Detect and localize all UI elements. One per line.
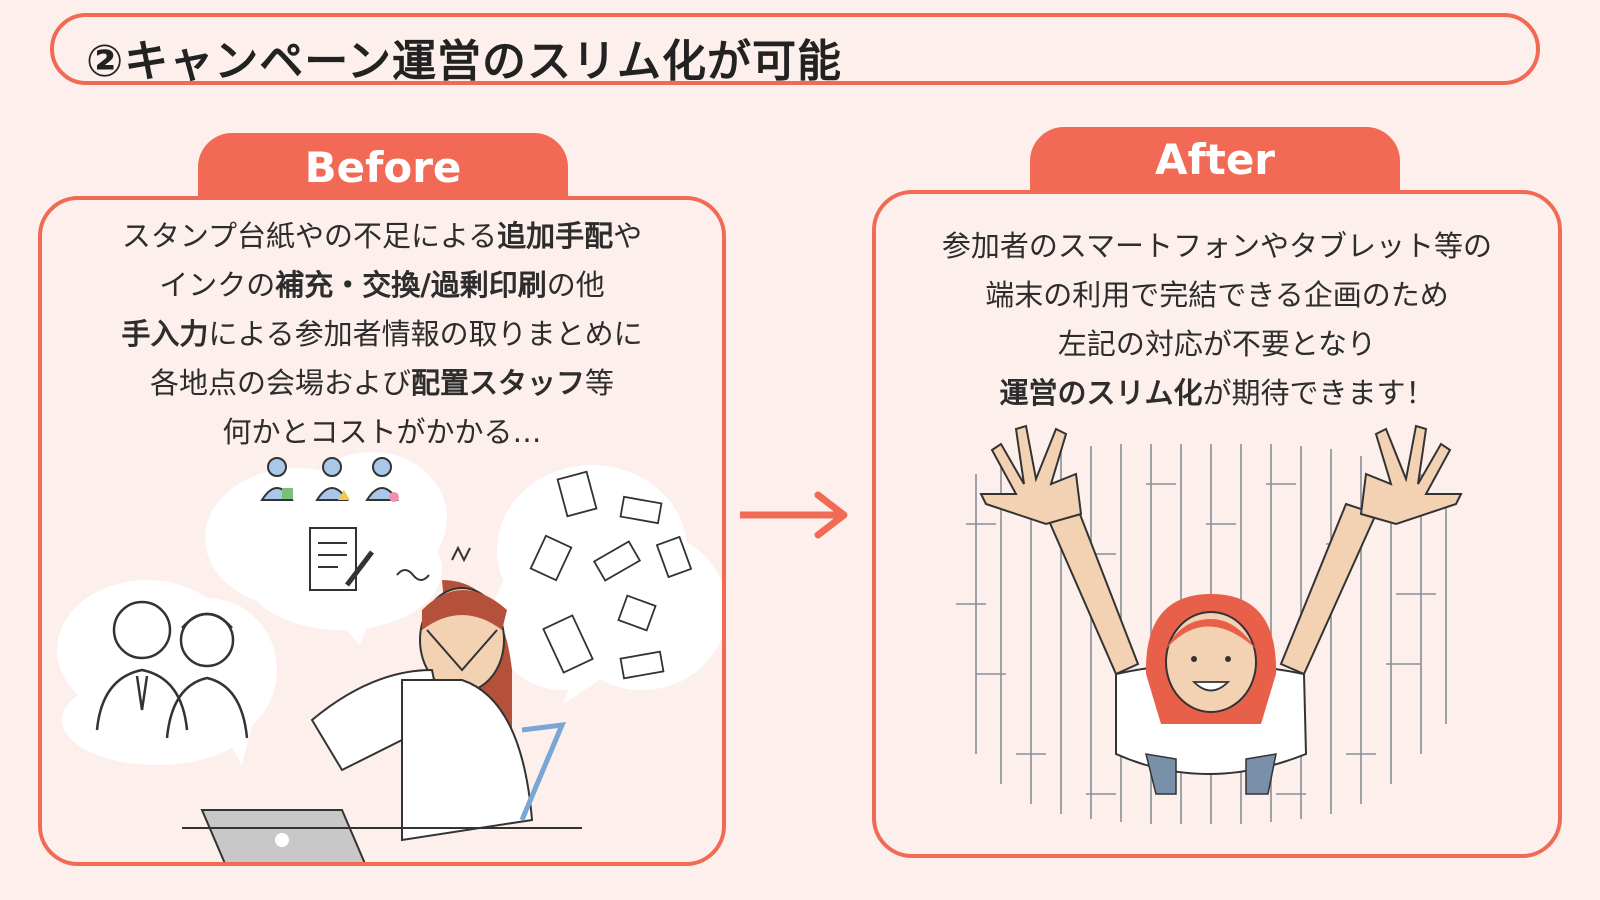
description-line: 各地点の会場および配置スタッフ等 bbox=[42, 359, 722, 408]
stressed-woman-illustration bbox=[57, 452, 722, 862]
page-title: ②キャンペーン運営のスリム化が可能 bbox=[86, 36, 843, 87]
after-panel: 参加者のスマートフォンやタブレット等の端末の利用で完結できる企画のため左記の対応… bbox=[872, 190, 1562, 858]
body-text: インクの bbox=[159, 268, 276, 302]
description-line: 左記の対応が不要となり bbox=[876, 320, 1558, 369]
description-line: 手入力による参加者情報の取りまとめに bbox=[42, 310, 722, 359]
before-panel: スタンプ台紙やの不足による追加手配やインクの補充・交換/過剰印刷の他手入力による… bbox=[38, 196, 726, 866]
emphasis-text: 運営のスリム化 bbox=[999, 376, 1203, 410]
emphasis-text: 手入力 bbox=[121, 317, 209, 351]
body-text: 左記の対応が不要となり bbox=[1057, 327, 1377, 361]
raised-arms bbox=[979, 424, 1463, 676]
description-line: 端末の利用で完結できる企画のため bbox=[876, 271, 1558, 320]
emphasis-text: 追加手配 bbox=[497, 219, 614, 253]
description-line: スタンプ台紙やの不足による追加手配や bbox=[42, 212, 722, 261]
stressed-woman bbox=[310, 545, 566, 842]
description-line: 参加者のスマートフォンやタブレット等の bbox=[876, 222, 1558, 271]
laptop bbox=[182, 809, 582, 862]
description-line: 運営のスリム化が期待できます！ bbox=[876, 369, 1558, 418]
description-line: 何かとコストがかかる… bbox=[42, 408, 722, 457]
body-text: スタンプ台紙やの不足による bbox=[121, 219, 498, 253]
body-text: が期待できます！ bbox=[1202, 376, 1435, 410]
body-text: 等 bbox=[585, 366, 615, 400]
body-text: の他 bbox=[546, 268, 605, 302]
body-text: による参加者情報の取りまとめに bbox=[208, 317, 643, 351]
description-line: インクの補充・交換/過剰印刷の他 bbox=[42, 261, 722, 310]
body-text: や bbox=[613, 219, 643, 253]
speech-bubble-icons bbox=[205, 452, 447, 645]
cheering-woman-illustration bbox=[956, 424, 1463, 824]
body-text: 端末の利用で完結できる企画のため bbox=[985, 278, 1449, 312]
emphasis-text: 補充・交換/過剰印刷 bbox=[275, 268, 547, 302]
cheering-woman bbox=[1115, 594, 1308, 795]
before-description: スタンプ台紙やの不足による追加手配やインクの補充・交換/過剰印刷の他手入力による… bbox=[42, 212, 722, 457]
body-text: 何かとコストがかかる… bbox=[222, 415, 542, 449]
papers-bubble bbox=[492, 465, 722, 705]
title-banner: ②キャンペーン運営のスリム化が可能 bbox=[50, 13, 1540, 87]
staff-bubble bbox=[57, 580, 277, 765]
emphasis-text: 配置スタッフ bbox=[410, 366, 585, 400]
body-text: 各地点の会場および bbox=[149, 366, 411, 400]
after-description: 参加者のスマートフォンやタブレット等の端末の利用で完結できる企画のため左記の対応… bbox=[876, 222, 1558, 418]
body-text: 参加者のスマートフォンやタブレット等の bbox=[941, 229, 1493, 263]
arrow-right-icon bbox=[740, 491, 848, 539]
